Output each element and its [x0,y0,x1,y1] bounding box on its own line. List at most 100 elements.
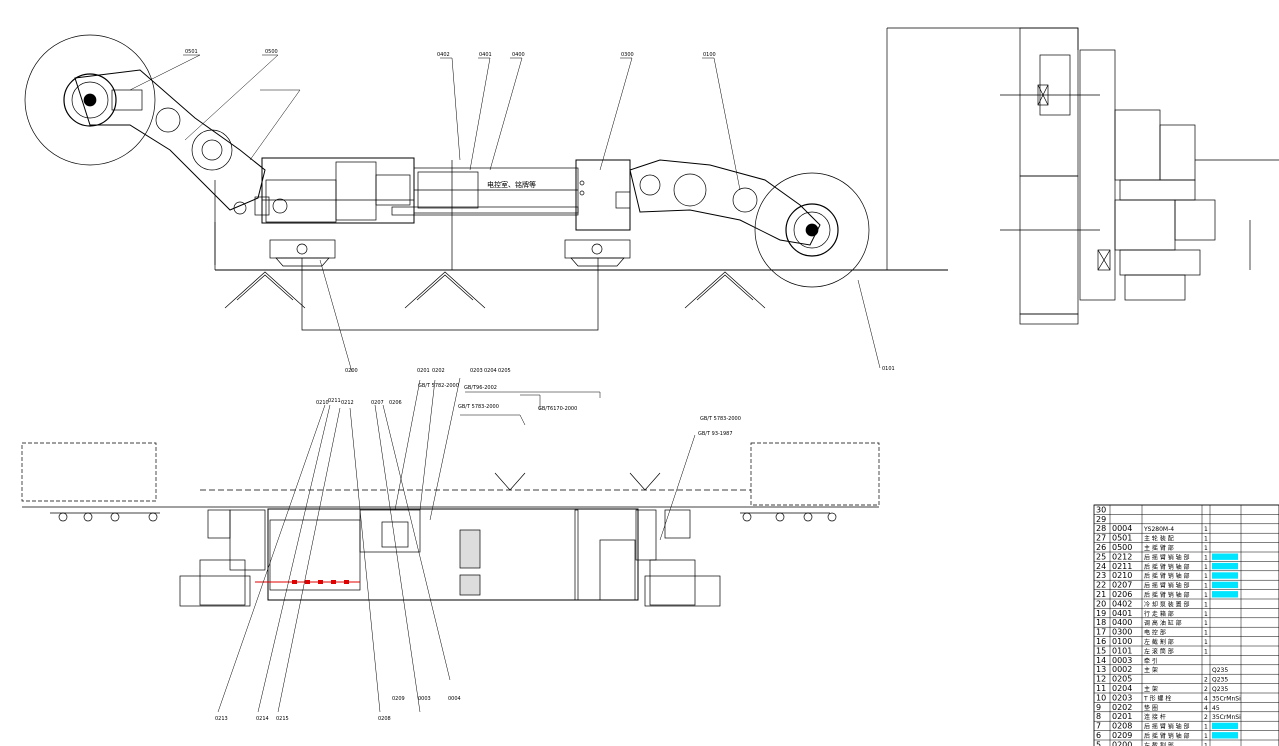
bom-cell-code: 0205 [1112,675,1132,684]
standard-2: GB/T96-2002 [464,385,497,391]
bom-cell-name: 主 摇 臂 部 [1144,544,1174,552]
left-skid [269,239,336,259]
callout-0003: 0003 [418,696,431,702]
bom-cell-name: 电 控 部 [1144,629,1166,637]
bom-cell-qty: 1 [1204,733,1208,740]
callout-0300: 0300 [621,52,634,58]
bom-cell-mat: Q235 [1212,677,1228,684]
bom-row: 30 [1094,504,1279,515]
bom-cell-qty: 2 [1204,686,1208,693]
bom-cell-name: 主 架 [1144,685,1158,693]
callout-0206: 0206 [389,400,402,406]
bom-cell-no: 28 [1096,524,1106,533]
bom-cell-no: 27 [1096,534,1106,543]
elevation-view [24,28,948,331]
bom-cell-qty: 2 [1204,714,1208,721]
bom-highlight [1212,572,1238,579]
callout-0203: 0203 [470,368,483,374]
bom-cell-code: 0004 [1112,524,1132,533]
bom-cell-name: 左 截 割 部 [1144,741,1174,746]
bom-cell-mat: 45 [1212,705,1220,712]
rail-bolts [58,512,837,522]
bom-cell-no: 6 [1096,731,1101,740]
bom-cell-name: 后 摇 臂 销 轴 部 [1144,582,1190,590]
bom-cell-qty: 1 [1204,545,1208,552]
bom-cell-no: 14 [1096,656,1106,665]
bom-cell-no: 9 [1096,703,1101,712]
bom-cell-name: 后 摇 臂 销 轴 部 [1144,563,1190,571]
bom-cell-code: 0206 [1112,590,1132,599]
callout-0500: 0500 [265,49,278,55]
bom-cell-code: 0207 [1112,581,1132,590]
right-drum-envelope [754,172,870,288]
side-view [887,27,1279,325]
callout-0212: 0212 [341,400,354,406]
callout-0213: 0213 [215,716,228,722]
bom-cell-qty: 4 [1204,695,1208,702]
bom-cell-qty: 1 [1204,564,1208,571]
bom-cell-code: 0401 [1112,609,1132,618]
left-drum-envelope [24,34,156,166]
callout-0202: 0202 [432,368,445,374]
control-room-box [413,167,579,214]
bom-cell-code: 0212 [1112,552,1132,561]
bom-cell-code: 0003 [1112,656,1132,665]
bom-cell-code: 0209 [1112,731,1132,740]
bom-cell-no: 18 [1096,618,1106,627]
bom-cell-name: 冷 却 泵 装 置 部 [1144,600,1190,608]
bom-cell-name: 后 摇 臂 销 轴 部 [1144,553,1190,561]
bom-cell-mat: Q235 [1212,686,1228,693]
bom-cell-name: 左 滚 筒 部 [1144,647,1174,655]
bom-cell-name: T 形 螺 栓 [1143,694,1171,702]
callout-0401: 0401 [479,52,492,58]
bom-cell-code: 0200 [1112,740,1132,746]
bom-cell-code: 0300 [1112,628,1132,637]
callout-0004: 0004 [448,696,461,702]
bom-cell-qty: 1 [1204,742,1208,746]
bom-cell-name: 调 高 油 缸 部 [1144,619,1182,627]
left-ranging-arm [74,69,266,211]
callout-0402: 0402 [437,52,450,58]
bom-cell-no: 10 [1096,693,1106,702]
bom-cell-code: 0201 [1112,712,1132,721]
bom-highlight [1212,562,1238,570]
callout-0210: 0210 [316,400,329,406]
bom-highlight [1212,732,1238,739]
bom-cell-no: 8 [1096,712,1101,721]
bom-cell-qty: 1 [1204,536,1208,543]
callout-0100: 0100 [703,52,716,58]
bom-cell-no: 17 [1096,628,1106,637]
bom-cell-no: 24 [1096,562,1106,571]
callout-0204: 0204 [484,368,497,374]
bom-cell-qty: 1 [1204,639,1208,646]
bom-cell-qty: 1 [1204,583,1208,590]
standard-6: GB/T 93-1987 [698,431,733,437]
plan-leaders [217,377,696,713]
callout-0207: 0207 [371,400,384,406]
bom-cell-qty: 1 [1204,611,1208,618]
bom-cell-no: 7 [1096,722,1101,731]
traction-box [575,159,631,231]
bom-cell-code: 0002 [1112,665,1132,674]
bom-cell-code: 0501 [1112,534,1132,543]
bom-highlight [1212,553,1238,560]
bom-cell-no: 25 [1096,552,1106,561]
standard-4: GB/T6170-2000 [538,406,577,412]
bom-cell-code: 0400 [1112,618,1132,627]
bom-cell-no: 16 [1096,637,1106,646]
right-ranging-arm [629,159,821,246]
bom-cell-mat: 35CrMnSi [1212,714,1241,721]
right-drum [785,203,839,257]
